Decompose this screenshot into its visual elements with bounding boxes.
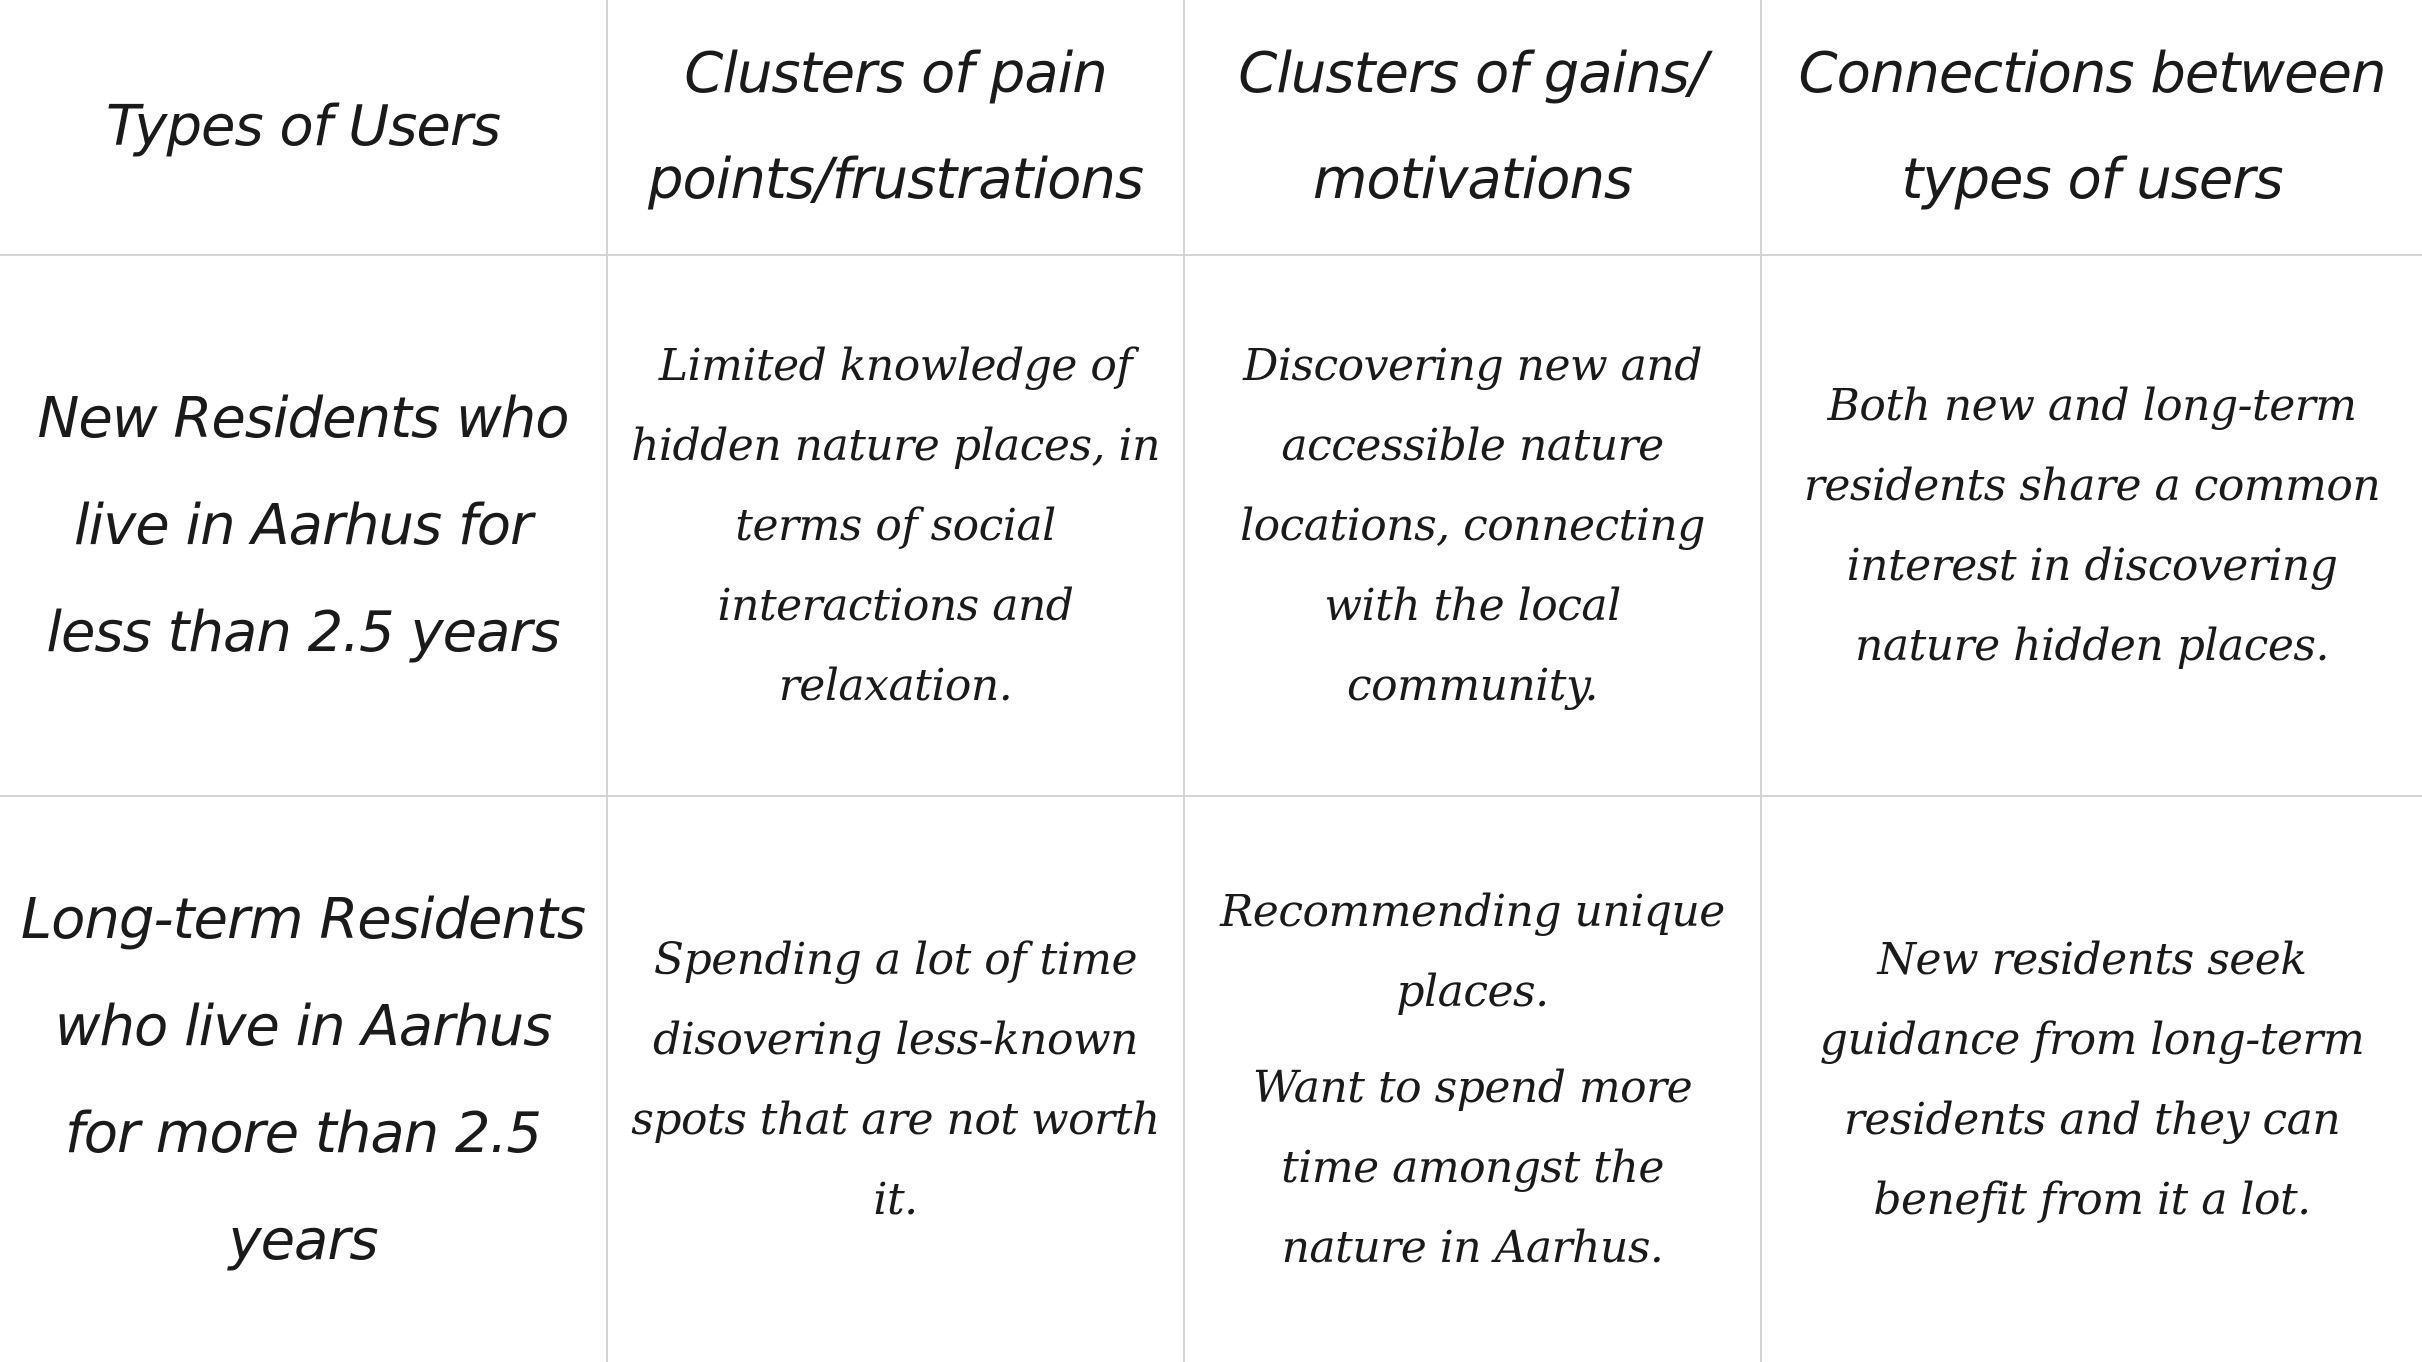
pain-points-cell: Spending a lot of time disovering less-k…: [606, 795, 1185, 1362]
connections-cell: New residents seek guidance from long-te…: [1760, 795, 2422, 1362]
gains-text: Recommending unique places.: [1220, 885, 1725, 1017]
header-row: Types of Users Clusters of pain points/f…: [0, 0, 2422, 256]
header-gains-motivations: Clusters of gains/ motivations: [1183, 0, 1762, 256]
row-label-long-term-residents: Long-term Residents who live in Aarhus f…: [0, 795, 608, 1362]
connections-cell: Both new and long-term residents share a…: [1760, 254, 2422, 797]
header-pain-points: Clusters of pain points/frustrations: [606, 0, 1185, 256]
gains-cell: Discovering new and accessible nature lo…: [1183, 254, 1762, 797]
gains-cell: Recommending unique places. Want to spen…: [1183, 795, 1762, 1362]
pain-points-cell: Limited knowledge of hidden nature place…: [606, 254, 1185, 797]
table-row: New Residents who live in Aarhus for les…: [0, 254, 2422, 797]
gains-text: Discovering new and accessible nature lo…: [1240, 339, 1705, 711]
row-label-new-residents: New Residents who live in Aarhus for les…: [0, 254, 608, 797]
header-types-of-users: Types of Users: [0, 0, 608, 256]
header-connections: Connections between types of users: [1760, 0, 2422, 256]
gains-text: Want to spend more time amongst the natu…: [1252, 1061, 1693, 1273]
table-row: Long-term Residents who live in Aarhus f…: [0, 795, 2422, 1362]
